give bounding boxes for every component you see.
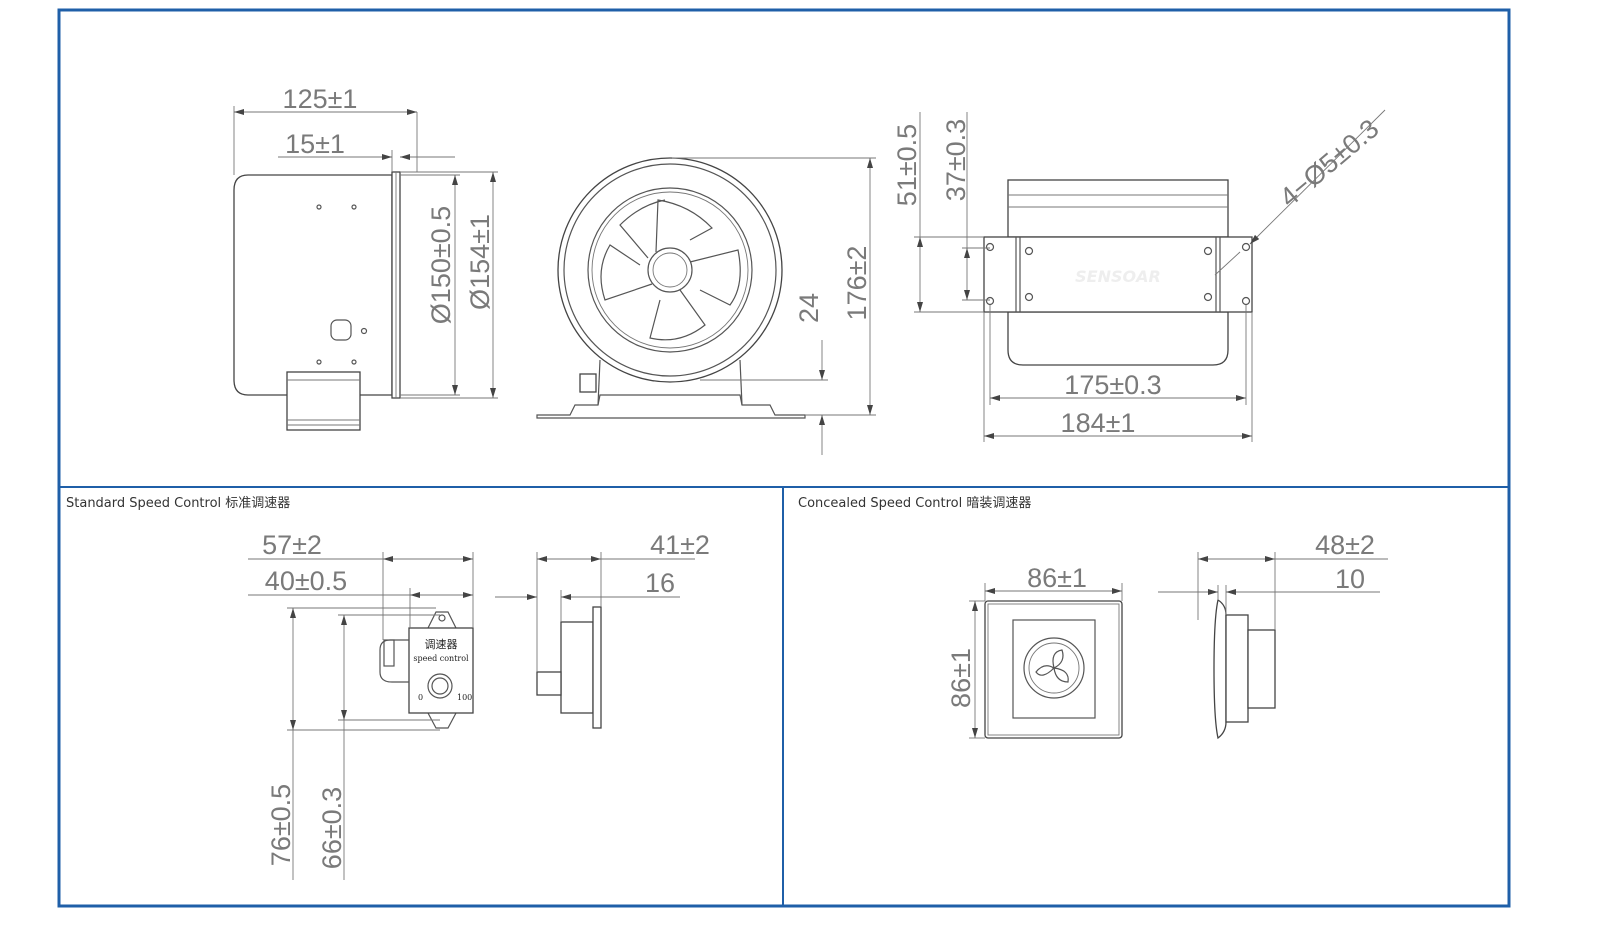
- dim-hole-spacing: 37±0.3: [941, 119, 971, 201]
- control-label-cn: 调速器: [425, 638, 458, 651]
- fan-knob-icon: [1023, 637, 1085, 699]
- dim-plate-depth: 10: [1335, 564, 1365, 594]
- dim-control-depth: 41±2: [650, 530, 710, 560]
- dim-flange: 15±1: [285, 129, 345, 159]
- dim-control-width: 57±2: [262, 530, 322, 560]
- dim-control-height: 76±0.5: [266, 784, 296, 866]
- dim-base: 24: [794, 293, 824, 323]
- dim-knob-depth: 16: [645, 568, 675, 598]
- fan-top-view: SENSOAR 51±0.5 37±0.3 4−Ø5±0.3 175±0.3 1…: [892, 109, 1386, 442]
- section-title-concealed: Concealed Speed Control 暗装调速器: [798, 496, 1031, 511]
- dim-concealed-depth: 48±2: [1315, 530, 1375, 560]
- fan-blades-icon: [600, 199, 741, 341]
- fan-front-view: 176±2 24: [536, 157, 876, 455]
- dim-inner-diameter: Ø150±0.5: [426, 206, 456, 324]
- dim-concealed-height: 86±1: [946, 648, 976, 708]
- section-title-standard: Standard Speed Control 标准调速器: [66, 496, 290, 511]
- dim-plate-width: 184±1: [1061, 408, 1136, 438]
- speed-knob-icon: [427, 673, 453, 699]
- standard-control-drawing: 调速器 speed control 0 100 57±2 40±0.5 76±0…: [248, 530, 710, 880]
- dim-control-hole-height: 66±0.3: [317, 787, 347, 869]
- dim-outer-diameter: Ø154±1: [465, 214, 495, 310]
- dim-control-hole-width: 40±0.5: [265, 566, 347, 596]
- concealed-control-drawing: 86±1 86±1 48±2 10: [946, 530, 1388, 740]
- dim-holes: 4−Ø5±0.3: [1274, 113, 1385, 213]
- dim-length: 125±1: [283, 84, 358, 114]
- dim-plate-height: 51±0.5: [892, 124, 922, 206]
- fan-side-view: 125±1 15±1 Ø150±0.5 Ø154±1: [233, 84, 498, 431]
- control-label-en: speed control: [413, 654, 469, 663]
- control-min: 0: [418, 693, 423, 702]
- dim-hole-span: 175±0.3: [1064, 370, 1161, 400]
- frame: [57, 8, 1511, 908]
- dim-concealed-width: 86±1: [1027, 563, 1087, 593]
- dim-height: 176±2: [842, 246, 872, 321]
- control-max: 100: [457, 693, 472, 702]
- watermark: SENSOAR: [1075, 267, 1161, 286]
